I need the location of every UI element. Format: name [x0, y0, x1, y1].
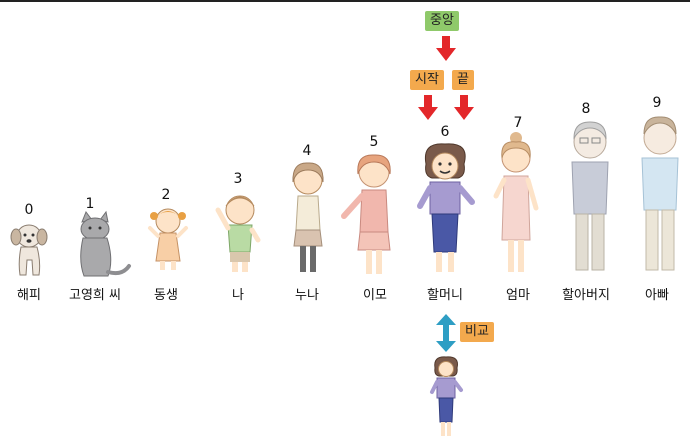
label-9: 아빠: [645, 288, 669, 303]
dog-icon: [10, 224, 48, 276]
cat-icon: [80, 210, 131, 277]
label-0: 해피: [17, 288, 41, 303]
aunt-icon: [341, 154, 391, 274]
center-tag: 중앙: [425, 11, 459, 31]
compare-tag: 비교: [460, 322, 494, 342]
top-divider: [0, 0, 690, 2]
mother-icon: [493, 132, 539, 272]
index-6: 6: [440, 124, 450, 140]
toddler-icon: [148, 208, 188, 270]
index-0: 0: [24, 202, 34, 218]
down-arrow-icon: [436, 36, 456, 61]
grandfather-icon: [571, 121, 609, 271]
father-icon: [641, 116, 679, 271]
label-2: 동생: [154, 288, 178, 303]
label-8: 할아버지: [562, 288, 610, 303]
index-9: 9: [652, 95, 662, 111]
double-arrow-icon: [436, 314, 456, 352]
label-6: 할머니: [427, 288, 463, 303]
index-5: 5: [369, 134, 379, 150]
girl-icon: [292, 162, 324, 272]
index-7: 7: [513, 115, 523, 131]
start-tag: 시작: [410, 70, 444, 90]
index-3: 3: [233, 171, 243, 187]
grandmother-icon: [417, 143, 475, 272]
end-arrow-icon: [454, 95, 474, 120]
label-4: 누나: [295, 288, 319, 303]
end-tag: 끝: [452, 70, 474, 90]
index-8: 8: [581, 101, 591, 117]
index-4: 4: [302, 143, 312, 159]
small-grandmother-icon: [430, 356, 463, 436]
label-7: 엄마: [506, 288, 530, 303]
label-1: 고영희 씨: [69, 288, 121, 303]
index-2: 2: [161, 187, 171, 203]
boy-icon: [215, 195, 261, 272]
start-arrow-icon: [418, 95, 438, 120]
label-3: 나: [232, 288, 244, 303]
index-1: 1: [85, 196, 95, 212]
label-5: 이모: [363, 288, 387, 303]
